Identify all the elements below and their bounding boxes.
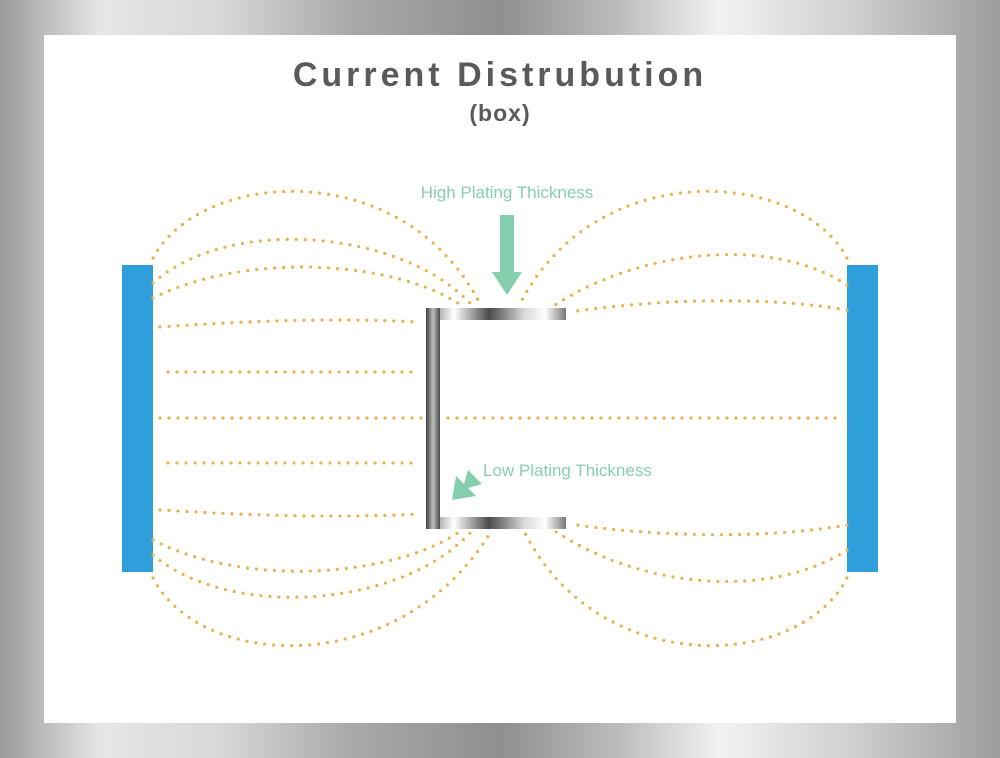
low-plating-arrow-icon [452,470,482,500]
field-line [158,318,422,329]
field-line [523,531,849,648]
field-line [158,508,422,518]
field-line [151,265,464,308]
field-line [568,299,849,314]
field-line [151,531,492,648]
box-side-wall [426,308,440,529]
field-line [151,531,472,599]
diagram-title: Current Distrubution [292,56,708,94]
metal-box [426,308,566,529]
field-lines [151,189,849,648]
diagram-panel [44,35,956,723]
field-line [151,189,480,302]
field-line [151,528,464,573]
high-plating-arrow-icon [492,215,522,295]
left-electrode [122,265,153,572]
field-line [553,529,849,584]
box-bottom-wall [426,517,566,529]
low-plating-label: Low Plating Thickness [483,461,652,480]
field-line [568,522,849,537]
right-electrode [847,265,878,572]
diagram-subtitle: (box) [469,100,531,126]
high-plating-label: High Plating Thickness [421,183,594,202]
field-line [520,189,849,302]
box-top-wall [426,308,566,320]
field-line [553,253,849,307]
field-line [151,237,472,305]
